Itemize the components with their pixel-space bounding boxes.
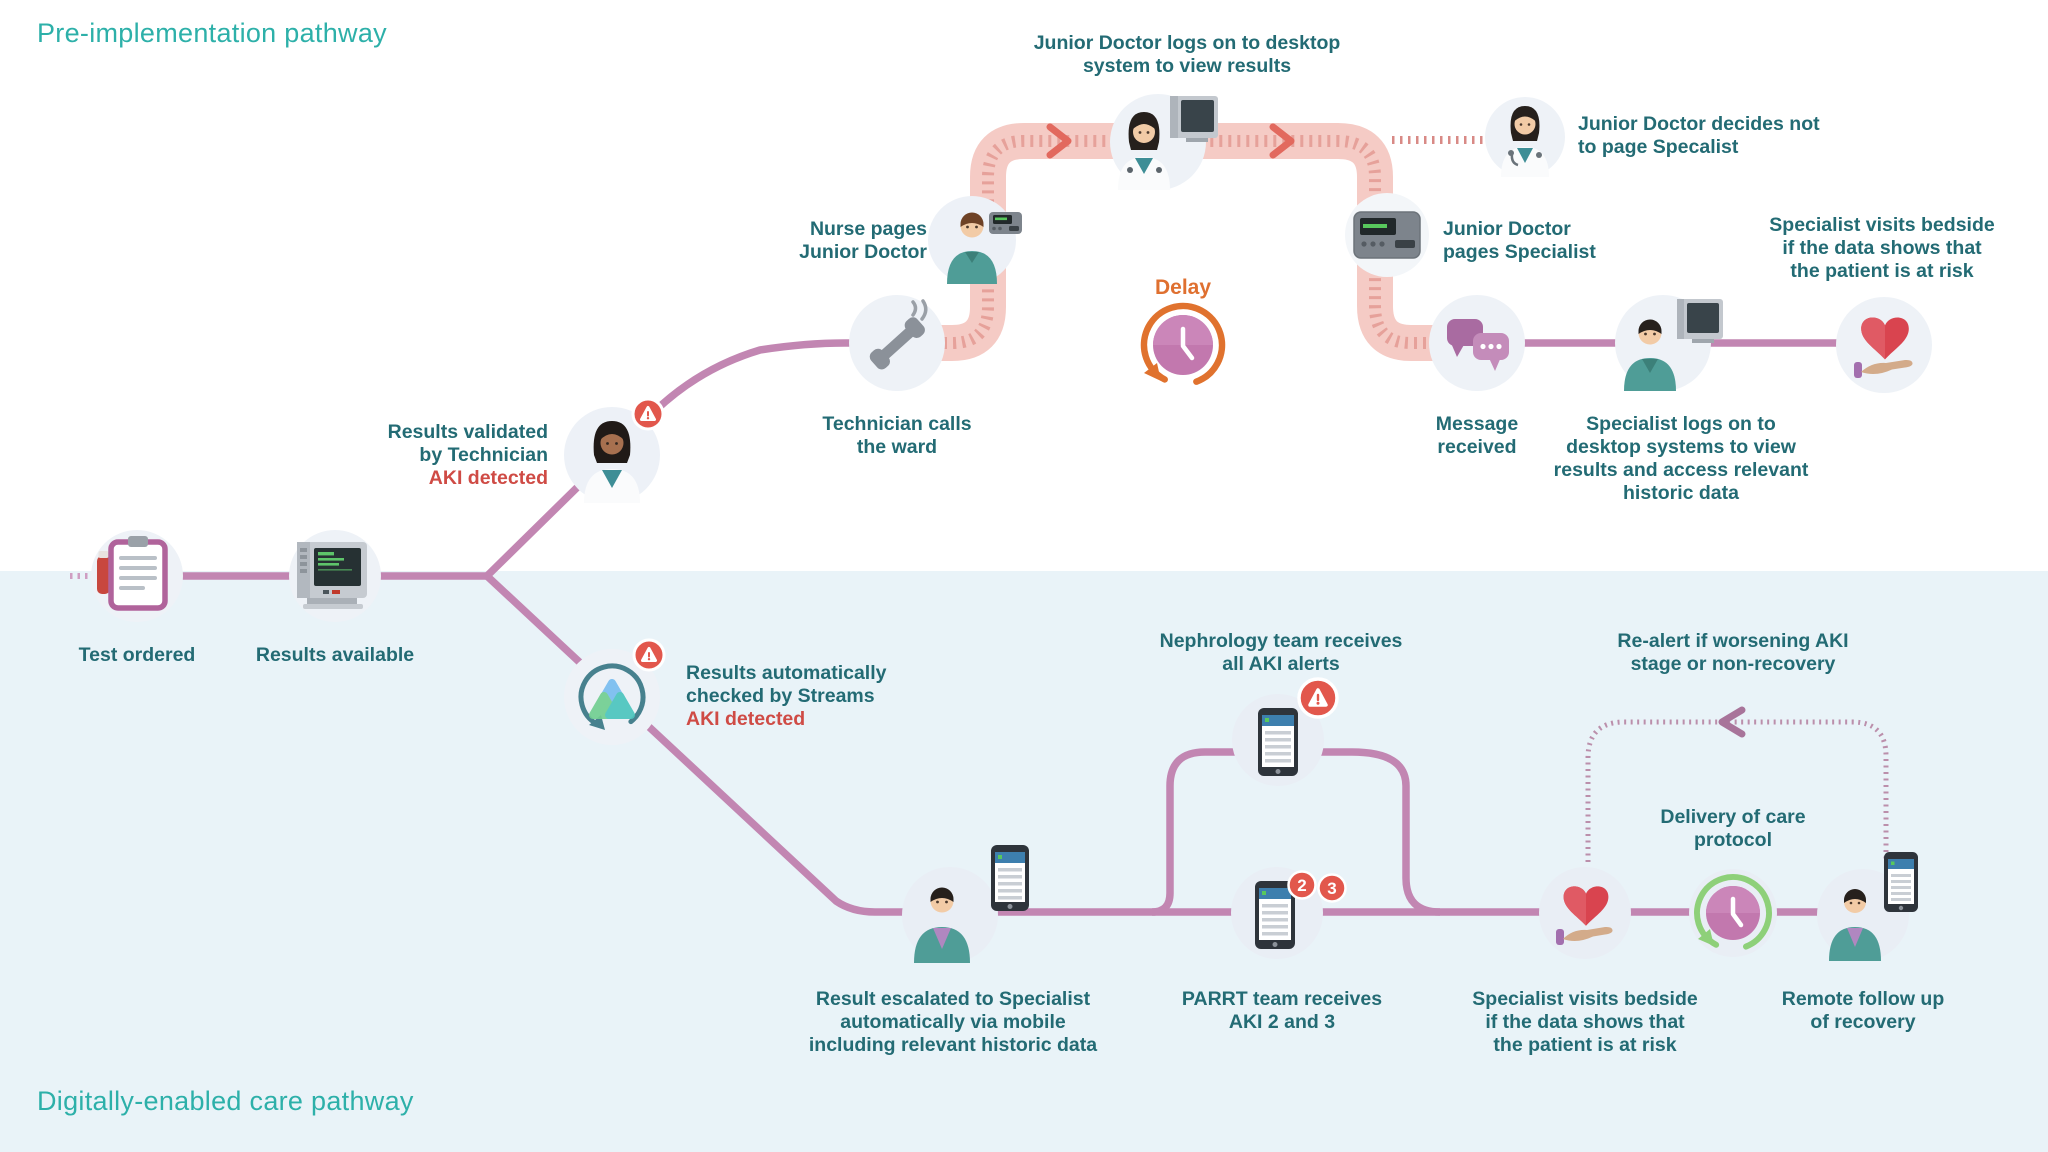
specialist-with-phone-icon	[902, 845, 1029, 963]
label-technician-calls: Technician calls the ward	[822, 413, 972, 458]
aki-detected-text: AKI detected	[428, 467, 548, 489]
clinician-with-phone-icon	[1817, 852, 1918, 961]
svg-text:2: 2	[1297, 876, 1306, 895]
label-remote-follow-up: Remote follow up of recovery	[1781, 988, 1945, 1033]
label-nephrology-team: Nephrology team receives all AKI alerts	[1159, 630, 1403, 675]
junior-doctor-avatar-icon	[1485, 97, 1565, 177]
label-result-escalated: Result escalated to Specialist automatic…	[808, 988, 1098, 1056]
label-test-ordered: Test ordered	[78, 644, 196, 666]
label-specialist-logs-on: Specialist logs on to desktop systems to…	[1553, 413, 1809, 504]
label-results-validated: Results validated by Technician AKI dete…	[387, 421, 548, 489]
chat-bubbles-icon	[1429, 295, 1525, 391]
label-specialist-visits-top: Specialist visits bedside if the data sh…	[1769, 214, 1995, 282]
label-specialist-visits-bottom: Specialist visits bedside if the data sh…	[1472, 988, 1698, 1056]
doctor-at-desktop-icon	[1110, 94, 1218, 190]
label-message-received: Message received	[1435, 413, 1519, 458]
specialist-at-desktop-icon	[1615, 295, 1723, 391]
aki-detected-text: AKI detected	[686, 708, 806, 730]
line-branch-down	[483, 572, 1897, 916]
smartphone-icon	[1884, 852, 1918, 912]
label-nurse-pages: Nurse pages Junior Doctor	[799, 218, 927, 263]
nurse-with-pager-icon	[928, 196, 1022, 284]
label-jd-logs-on: Junior Doctor logs on to desktop system …	[1033, 32, 1341, 77]
delay-clock-icon	[1140, 302, 1226, 388]
label-delivery-of-care: Delivery of care protocol	[1660, 806, 1806, 851]
heart-in-hand-icon	[1836, 297, 1932, 393]
label-parrt-team: PARRT team receives AKI 2 and 3	[1181, 988, 1383, 1033]
aki-3-badge: 3	[1317, 873, 1347, 903]
telephone-handset-icon	[849, 295, 945, 391]
label-delay: Delay	[1154, 276, 1212, 299]
heart-in-hand-icon	[1539, 867, 1631, 959]
smartphone-alert-icon	[1232, 677, 1339, 786]
pre-implementation-band-hatch	[935, 135, 1450, 349]
aki-2-badge: 2	[1287, 870, 1317, 900]
label-jd-pages-specialist: Junior Doctor pages Specialist	[1443, 218, 1596, 263]
line-branch-up	[483, 339, 909, 580]
aki-alert-badge-icon	[631, 397, 665, 431]
pager-device-icon	[1345, 193, 1429, 277]
svg-text:3: 3	[1327, 879, 1336, 898]
care-protocol-clock-icon	[1689, 869, 1777, 957]
band-chevron-2	[1269, 123, 1295, 159]
smartphone-alert-icon: 2 3	[1231, 867, 1347, 959]
label-jd-decides: Junior Doctor decides not to page Specal…	[1578, 113, 1820, 158]
label-results-auto-checked: Results automatically checked by Streams…	[686, 662, 887, 730]
crt-monitor-icon	[289, 530, 381, 622]
re-alert-dotted-loop	[1585, 719, 1889, 862]
re-alert-chevron-left	[1718, 706, 1746, 738]
line-nephrology-detour	[1151, 748, 1441, 916]
smartphone-icon	[991, 845, 1029, 911]
label-results-available: Results available	[255, 644, 415, 666]
technician-avatar-icon	[564, 397, 665, 503]
digitally-enabled-title: Digitally-enabled care pathway	[37, 1086, 414, 1116]
clipboard-and-vial-icon	[91, 530, 183, 622]
label-re-alert: Re-alert if worsening AKI stage or non-r…	[1617, 630, 1849, 675]
band-chevron-1	[1046, 123, 1072, 159]
pager-device-icon	[989, 212, 1022, 234]
streams-app-refresh-icon	[564, 638, 666, 745]
aki-alert-badge-icon	[1297, 677, 1339, 719]
aki-alert-badge-icon	[632, 638, 666, 672]
pre-implementation-title: Pre-implementation pathway	[37, 18, 387, 48]
